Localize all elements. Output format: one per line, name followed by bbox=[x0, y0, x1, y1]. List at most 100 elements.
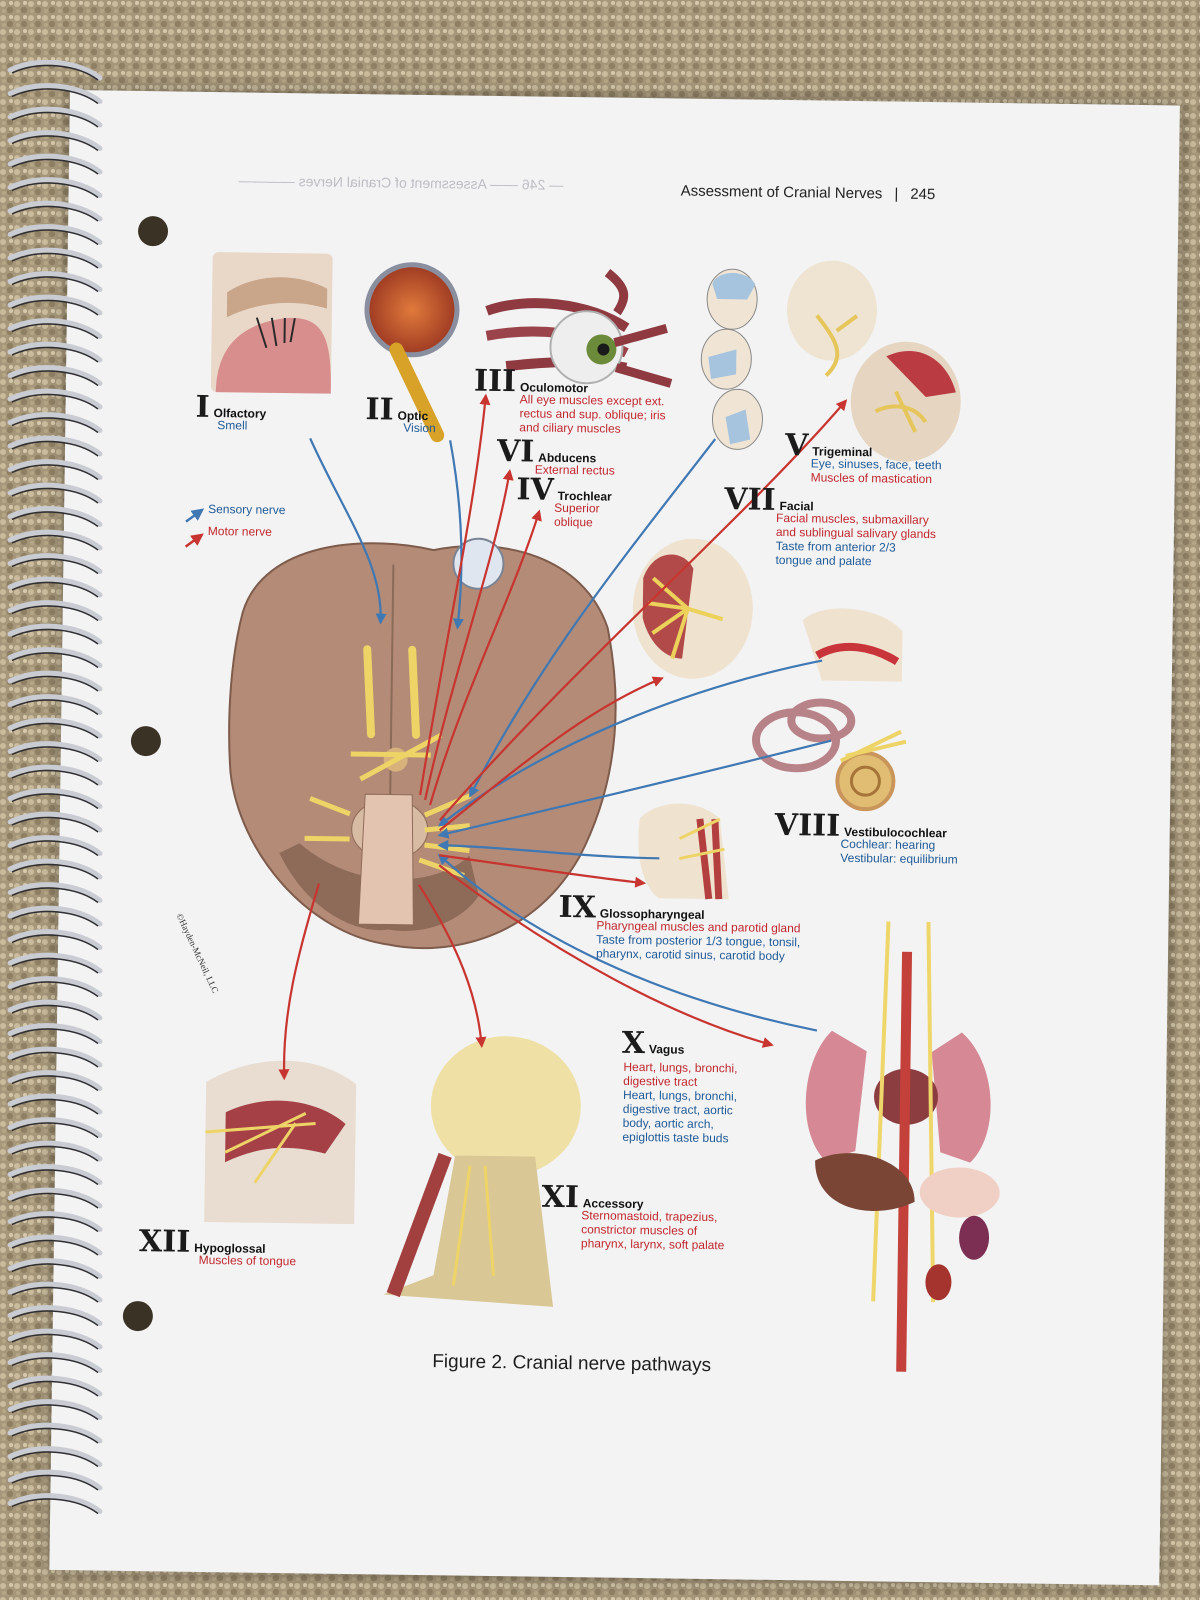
spiral-coil bbox=[7, 858, 103, 880]
spiral-coil bbox=[7, 1446, 103, 1467]
spiral-coil-shadow bbox=[11, 487, 99, 504]
spiral-coil bbox=[7, 952, 103, 974]
spiral-coil bbox=[7, 506, 103, 527]
spiral-coil-shadow bbox=[11, 1145, 99, 1162]
spiral-coil-shadow bbox=[11, 370, 99, 387]
spiral-coil bbox=[7, 1117, 103, 1138]
spiral-coil-shadow bbox=[11, 957, 99, 974]
spiral-coil bbox=[7, 647, 103, 668]
spiral-coil bbox=[7, 1352, 103, 1373]
spiral-coil-shadow bbox=[11, 652, 99, 669]
spiral-coil-shadow bbox=[11, 1333, 99, 1350]
spiral-coil-shadow bbox=[11, 910, 99, 927]
spiral-coil-shadow bbox=[11, 981, 99, 998]
book-page: — 246 —— Assessment of Cranial Nerves ——… bbox=[49, 90, 1180, 1586]
spiral-coil-shadow bbox=[11, 534, 99, 551]
spiral-coil-shadow bbox=[11, 1169, 99, 1186]
spiral-coil-shadow bbox=[11, 1216, 99, 1233]
spiral-coil-shadow bbox=[11, 1051, 99, 1068]
spiral-coil-shadow bbox=[11, 1474, 99, 1491]
spiral-coil-shadow bbox=[11, 1028, 99, 1045]
spiral-coil-shadow bbox=[11, 440, 99, 457]
spiral-coil bbox=[7, 247, 103, 269]
spiral-coil-shadow bbox=[11, 276, 99, 293]
spiral-coil-shadow bbox=[11, 1122, 99, 1139]
spiral-coil-shadow bbox=[11, 558, 99, 575]
spiral-coil bbox=[7, 294, 103, 316]
spiral-coil-shadow bbox=[11, 511, 99, 528]
spiral-coil bbox=[7, 1187, 103, 1209]
eyeball-optic-illustration bbox=[364, 262, 460, 443]
spiral-coil-shadow bbox=[11, 816, 99, 833]
facial-nerve-illustration bbox=[632, 538, 903, 682]
spiral-coil bbox=[7, 1422, 103, 1444]
spiral-coil-shadow bbox=[11, 464, 99, 481]
spiral-coil bbox=[7, 1093, 103, 1115]
spiral-coil-shadow bbox=[11, 229, 99, 246]
spiral-coil bbox=[7, 1305, 103, 1326]
spiral-coil bbox=[7, 177, 103, 198]
spiral-coil bbox=[7, 1258, 103, 1279]
spiral-coil-shadow bbox=[11, 581, 99, 598]
spiral-coil-shadow bbox=[11, 1075, 99, 1092]
spiral-coil bbox=[7, 130, 103, 151]
spiral-coil-shadow bbox=[11, 299, 99, 316]
spiral-coil bbox=[7, 1375, 103, 1397]
spiral-coil bbox=[7, 318, 103, 339]
spiral-coil bbox=[7, 717, 103, 739]
spiral-coil bbox=[7, 341, 103, 363]
motor-pathways bbox=[278, 393, 848, 1081]
spiral-coil bbox=[7, 200, 103, 222]
spiral-coil-shadow bbox=[11, 1404, 99, 1421]
spiral-coil bbox=[7, 60, 103, 81]
spiral-coil-shadow bbox=[11, 863, 99, 880]
spiral-coil bbox=[7, 670, 103, 692]
spiral-coil bbox=[7, 1493, 103, 1514]
spiral-coil-shadow bbox=[11, 1380, 99, 1397]
legend-motor-arrow bbox=[184, 533, 204, 548]
spiral-coil bbox=[7, 1399, 103, 1420]
spiral-coil bbox=[7, 435, 103, 457]
spiral-coil-shadow bbox=[11, 158, 99, 175]
spiral-coil bbox=[7, 1281, 103, 1303]
spiral-coil-shadow bbox=[11, 1427, 99, 1444]
throat-illustration bbox=[638, 803, 729, 900]
spiral-coil-shadow bbox=[11, 1263, 99, 1280]
spiral-coil bbox=[7, 1211, 103, 1232]
spiral-coil bbox=[7, 694, 103, 715]
spiral-coil bbox=[7, 1046, 103, 1068]
spiral-coil-shadow bbox=[11, 1192, 99, 1209]
spiral-coil bbox=[7, 600, 103, 621]
spiral-coil bbox=[7, 83, 103, 104]
tongue-illustration bbox=[204, 1060, 357, 1225]
spiral-coil bbox=[7, 553, 103, 574]
spiral-coil bbox=[7, 764, 103, 786]
spiral-coil-shadow bbox=[11, 769, 99, 786]
nasal-cavity-illustration bbox=[210, 252, 333, 394]
spiral-coil bbox=[7, 788, 103, 809]
spiral-coil-shadow bbox=[11, 746, 99, 763]
spiral-coil bbox=[7, 882, 103, 903]
spiral-coil bbox=[7, 224, 103, 245]
spiral-coil-shadow bbox=[11, 1004, 99, 1021]
spiral-coil-shadow bbox=[11, 88, 99, 105]
spiral-coil bbox=[7, 365, 103, 386]
spiral-coil-shadow bbox=[11, 182, 99, 199]
spiral-coil-shadow bbox=[11, 722, 99, 739]
spiral-coil bbox=[7, 905, 103, 927]
spiral-coil bbox=[7, 1469, 103, 1491]
trigeminal-faces-illustration bbox=[700, 260, 961, 462]
spiral-coil-shadow bbox=[11, 1357, 99, 1374]
brain-inferior-view bbox=[228, 537, 617, 950]
